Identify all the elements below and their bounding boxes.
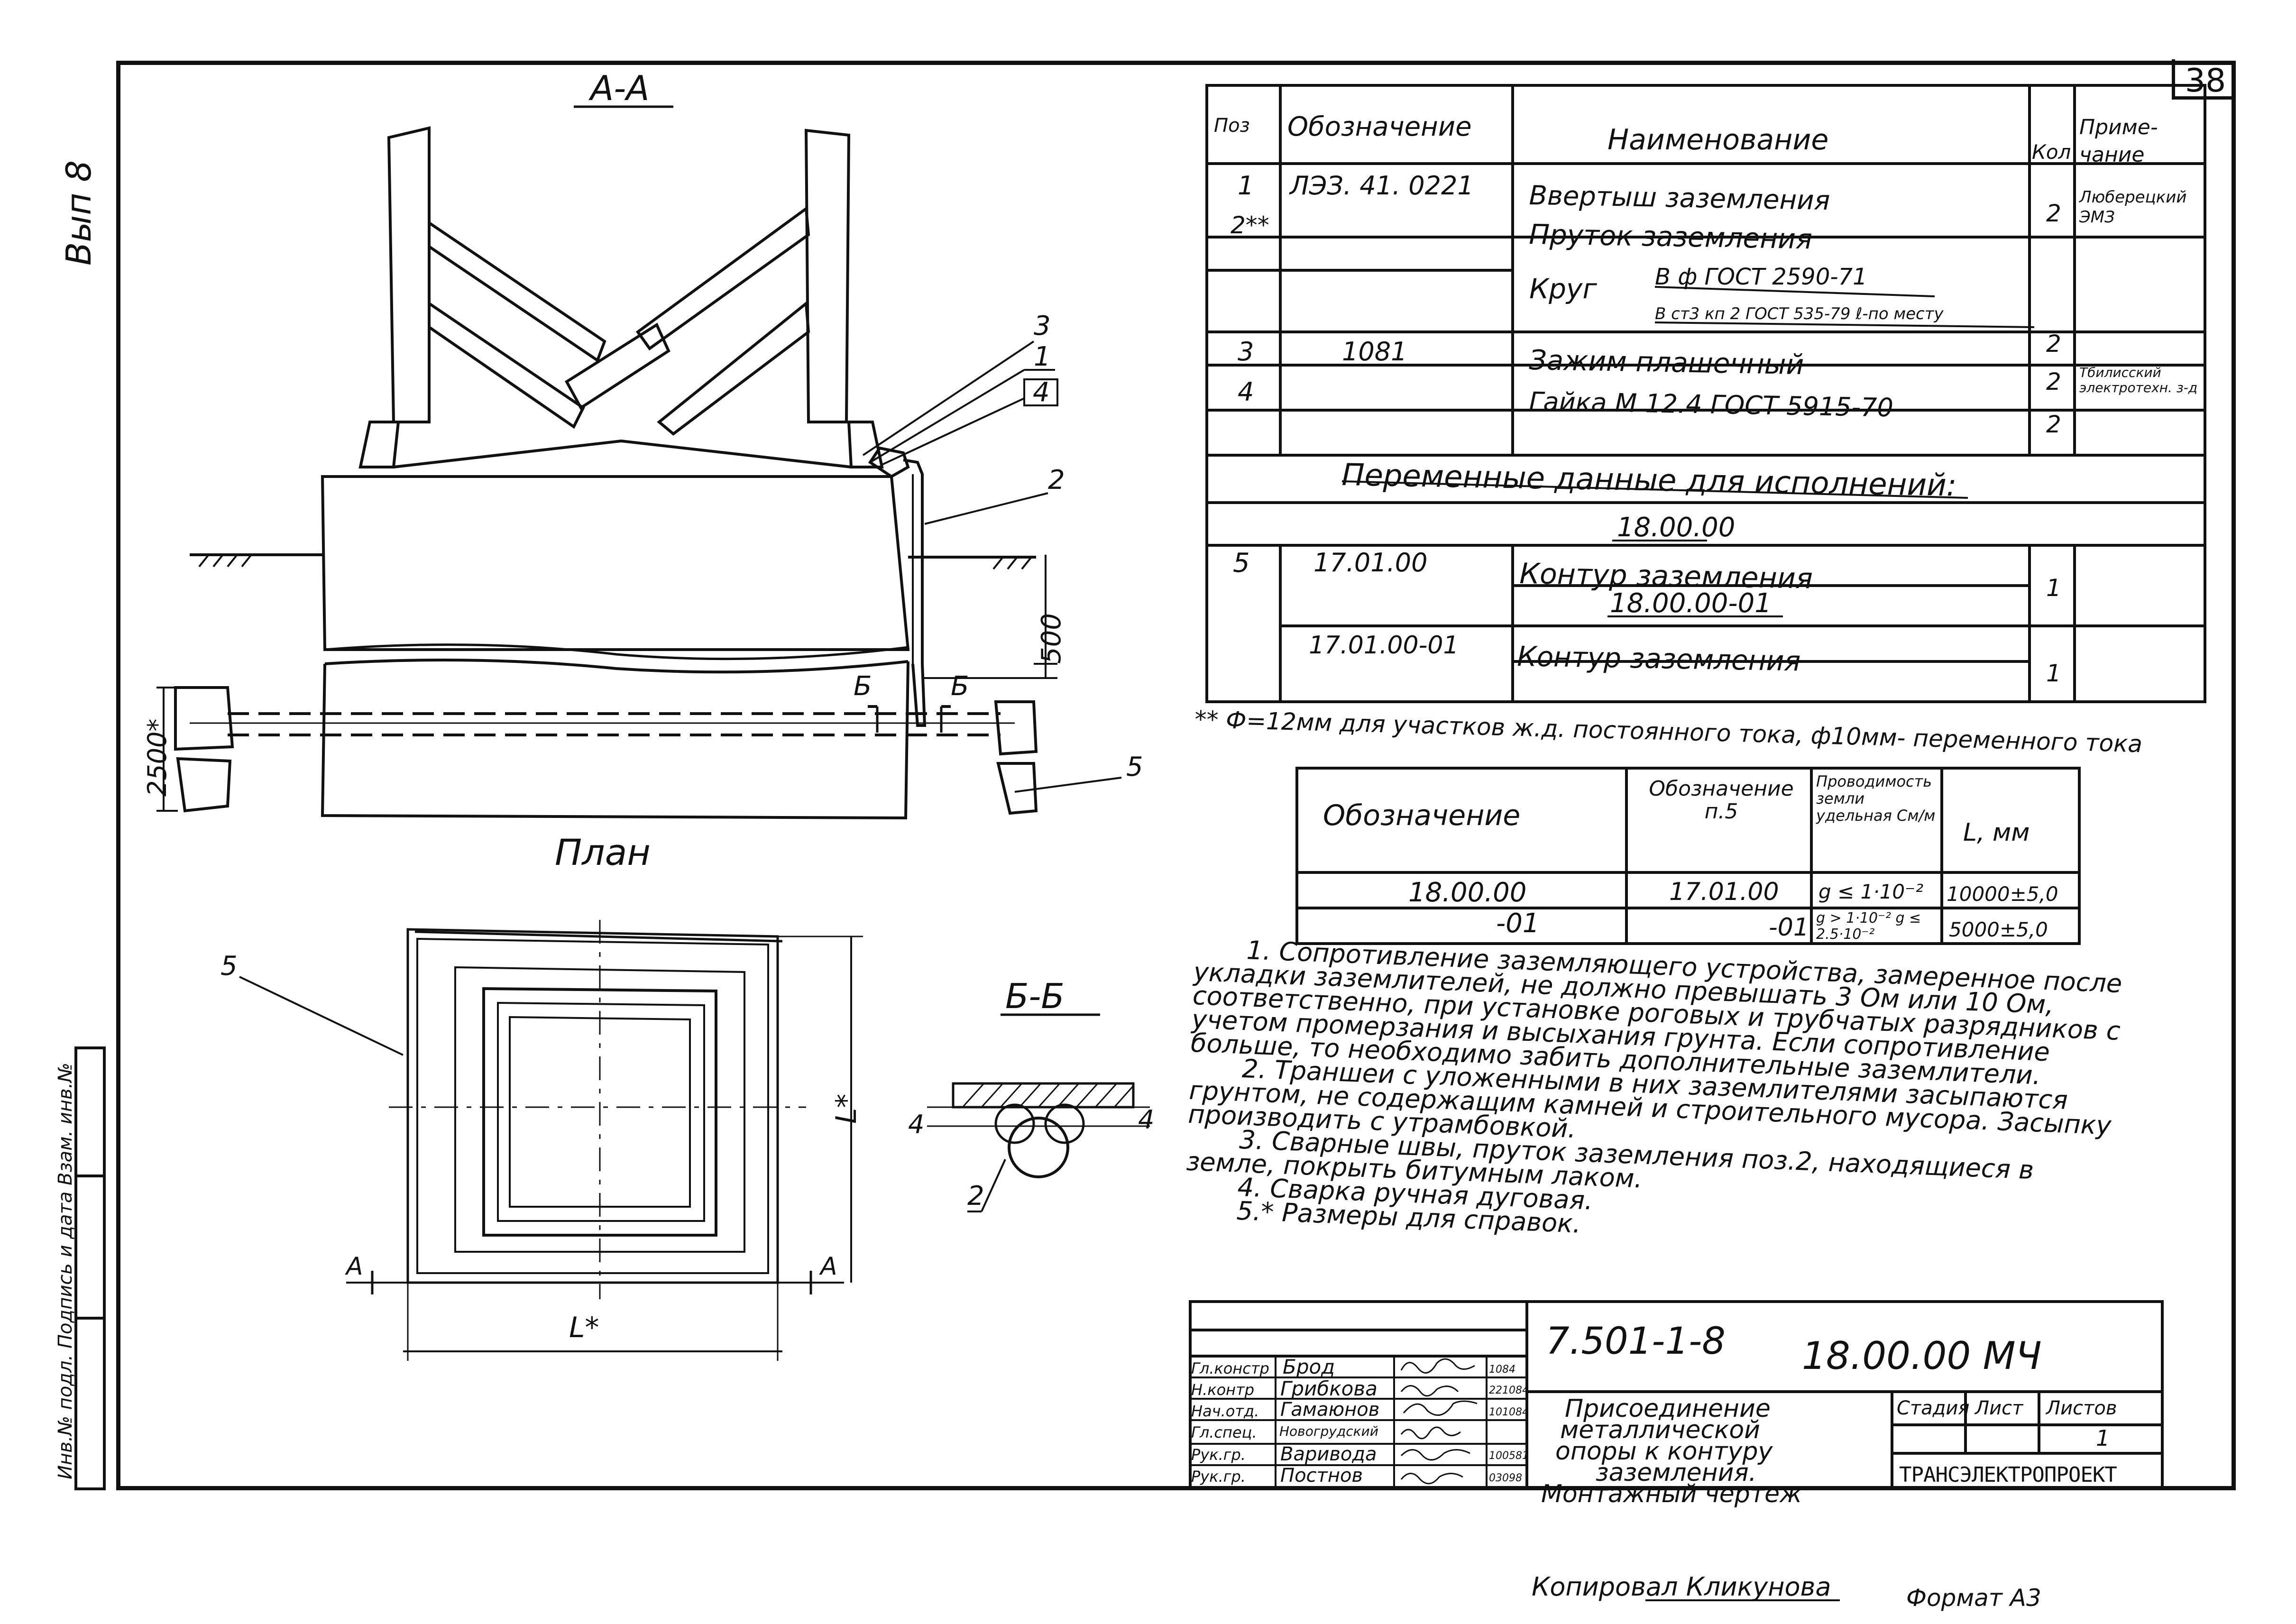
spec-header-pos: Поз <box>1214 115 1250 137</box>
spec-row1-designation: ЛЭЗ. 41. 0221 <box>1290 171 1474 201</box>
callout-2: 2 <box>1048 465 1065 495</box>
plan-title: План <box>555 831 651 873</box>
dim-l-vertical: L* <box>830 1093 863 1124</box>
title-line-5: Монтажный чертеж <box>1541 1480 1802 1508</box>
spec-row4-designation: 1081 <box>1342 337 1407 367</box>
dim-4-right: 4 <box>1138 1105 1155 1135</box>
callout-3: 3 <box>1034 311 1051 341</box>
section-bb-title: Б-Б <box>1005 976 1065 1016</box>
spec-row5-qty: 2 <box>2046 411 2061 438</box>
notes: 1. Сопротивление заземляющего устройства… <box>1184 935 2133 1257</box>
person-role-3: Нач.отд. <box>1191 1402 1259 1420</box>
person-role-4: Гл.спец. <box>1191 1423 1257 1441</box>
person-name-5: Варивода <box>1280 1443 1377 1465</box>
person-date-1: 1084 <box>1489 1364 1515 1376</box>
var2-code: 18.00.00-01 <box>1610 588 1772 619</box>
spec-row2-pos: 2** <box>1231 211 1269 239</box>
sheets-label: Листов <box>2046 1397 2117 1419</box>
person-name-1: Брод <box>1283 1355 1335 1378</box>
spec-row4-qty: 2 <box>2046 368 2061 395</box>
spec-row3-name: Круг <box>1529 273 1597 305</box>
title-doc: 18.00.00 МЧ <box>1802 1334 2042 1378</box>
dim-l-horizontal: L* <box>569 1311 599 1344</box>
table2-row1-conductivity: g ≤ 1·10⁻² <box>1818 880 1924 903</box>
var1-code: 18.00.00 <box>1617 512 1736 543</box>
spec-row2-name: Пруток заземления <box>1528 218 1813 256</box>
spec-row5-name: Гайка М 12.4 ГОСТ 5915-70 <box>1528 386 1894 423</box>
callout-5-section: 5 <box>1126 752 1143 782</box>
person-name-3: Гамаюнов <box>1280 1399 1380 1421</box>
stage-label: Стадия <box>1897 1397 1970 1419</box>
spec-row3-sub1: В ф ГОСТ 2590-71 <box>1655 264 1867 290</box>
spec-row5-pos: 4 <box>1238 377 1254 407</box>
table2-header-pos5: Обозначение п.5 <box>1649 777 1794 824</box>
var1-qty: 1 <box>2046 574 2061 602</box>
spec-row1-note: Люберецкий ЭМЗ <box>2079 188 2187 227</box>
person-role-5: Рук.гр. <box>1191 1446 1246 1464</box>
person-role-2: Н.контр <box>1191 1381 1255 1399</box>
spec-header-designation: Обозначение <box>1287 111 1472 142</box>
spec-header-qty: Кол <box>2032 140 2071 164</box>
sheet-label: Лист <box>1975 1397 2023 1419</box>
title-line-4: заземления. <box>1596 1459 1757 1487</box>
title-line-3: опоры к контуру <box>1555 1437 1773 1466</box>
spec-row1-name: Ввертыш заземления <box>1528 180 1830 217</box>
table2-header-designation: Обозначение <box>1323 799 1521 832</box>
table2-row2-pos5: -01 <box>1769 913 1809 942</box>
dim-4-left: 4 <box>908 1110 925 1139</box>
table2-row2-designation: -01 <box>1496 908 1540 939</box>
spec-header-name: Наименование <box>1607 123 1829 156</box>
table2-row1-pos5: 17.01.00 <box>1669 878 1779 906</box>
title-code: 7.501-1-8 <box>1546 1320 1726 1363</box>
callout-4: 4 <box>1033 377 1050 408</box>
sheets-value: 1 <box>2096 1425 2110 1451</box>
var2-name: Контур заземления <box>1516 640 1801 678</box>
title-line-2: металлической <box>1560 1416 1760 1444</box>
section-aa-title: А-А <box>590 68 650 108</box>
person-role-6: Рук.гр. <box>1191 1468 1246 1486</box>
mark-b-left: Б <box>854 671 872 702</box>
var1-designation: 17.01.00 <box>1313 548 1428 578</box>
table2-row1-length: 10000±5,0 <box>1947 882 2058 906</box>
organization: ТРАНСЭЛЕКТРОПРОЕКТ <box>1899 1463 2117 1487</box>
spec-row4-pos: 3 <box>1238 337 1254 367</box>
person-name-6: Постнов <box>1280 1465 1363 1486</box>
spec-header-note: Приме-чание <box>2079 115 2158 167</box>
table2-header-length: L, мм <box>1963 818 2030 847</box>
callout-5-plan: 5 <box>220 951 238 982</box>
stamp-strip <box>74 1046 106 1490</box>
title-line-1: Присоединение <box>1565 1395 1771 1423</box>
spec-row1-pos: 1 <box>1238 171 1254 201</box>
var1-pos: 5 <box>1233 548 1250 578</box>
mark-a-right: А <box>820 1252 837 1281</box>
dim-2500: 2500* <box>142 718 172 797</box>
person-name-2: Грибкова <box>1280 1377 1378 1400</box>
copied-by: Копировал Кликунова <box>1532 1572 1831 1602</box>
mark-b-right: Б <box>951 671 969 702</box>
format-label: Формат А3 <box>1906 1584 2041 1612</box>
person-role-1: Гл.констр <box>1191 1359 1269 1377</box>
drawing-frame <box>116 61 2236 1490</box>
callout-2-bb: 2 <box>967 1181 984 1211</box>
spec-row4-name: Зажим плашечный <box>1528 344 1804 381</box>
var2-qty: 1 <box>2046 660 2061 687</box>
dim-500: 500 <box>1036 613 1067 664</box>
person-date-5: 100581 <box>1489 1450 1529 1462</box>
table2-row2-conductivity: g > 1·10⁻² g ≤ 2.5·10⁻² <box>1816 910 1921 943</box>
var2-designation: 17.01.00-01 <box>1309 631 1459 660</box>
person-date-3: 101084 <box>1489 1406 1529 1418</box>
table2-header-conductivity: Проводимость земли удельная См/м <box>1816 772 1936 825</box>
spec-row3-sub2: В ст3 кп 2 ГОСТ 535-79 ℓ-по месту <box>1655 304 1944 323</box>
callout-1: 1 <box>1034 341 1051 372</box>
mark-a-left: А <box>346 1252 363 1281</box>
person-date-6: 03098 <box>1489 1472 1522 1484</box>
table2-row2-length: 5000±5,0 <box>1949 918 2048 941</box>
person-name-4: Новогрудский <box>1279 1423 1378 1439</box>
person-date-2: 221084 <box>1489 1385 1529 1396</box>
spec-row3-qty: 2 <box>2046 330 2061 358</box>
spec-row4-note: Тбилисский электротехн. з-д <box>2079 365 2198 395</box>
spec-row1-qty: 2 <box>2046 200 2061 227</box>
table2-row1-designation: 18.00.00 <box>1408 877 1527 908</box>
